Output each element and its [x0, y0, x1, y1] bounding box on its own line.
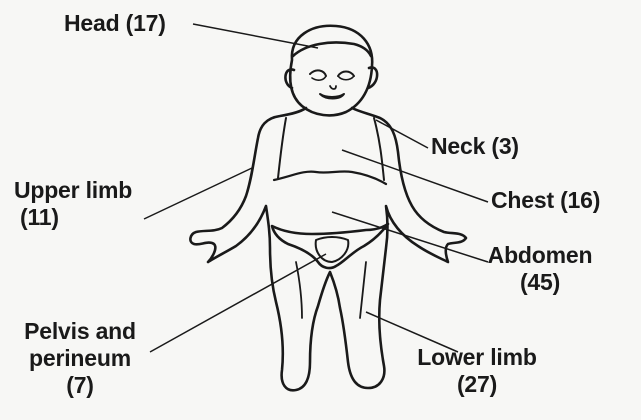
shirt-left-seam: [278, 118, 286, 178]
shirt-right-seam: [374, 118, 384, 180]
hair-outline: [293, 43, 371, 57]
label-abdomen-name: Abdomen: [470, 242, 610, 269]
pelvis-leader: [150, 254, 326, 352]
label-abdomen: Abdomen (45): [470, 242, 610, 296]
label-upper-limb: Upper limb (11): [6, 177, 140, 231]
label-pelvis: Pelvis and perineum (7): [6, 318, 154, 399]
mouth: [320, 94, 344, 99]
label-lower-limb-name: Lower limb: [402, 344, 552, 371]
left-eye: [310, 70, 326, 76]
child-figure-outline: [190, 26, 466, 391]
shirt-hem: [274, 171, 386, 184]
label-abdomen-count: (45): [470, 269, 610, 296]
label-head: Head (17): [64, 10, 166, 37]
label-lower-limb-count: (27): [402, 371, 552, 398]
label-chest: Chest (16): [491, 187, 600, 214]
label-pelvis-count: (7): [6, 372, 154, 399]
neck-leader: [376, 120, 428, 148]
upper-limb-leader: [144, 168, 252, 219]
head-outline: [290, 26, 372, 116]
label-neck: Neck (3): [431, 133, 519, 160]
label-pelvis-name-1: Pelvis and: [6, 318, 154, 345]
label-upper-limb-count: (11): [6, 204, 140, 231]
label-pelvis-name-2: perineum: [6, 345, 154, 372]
right-eye: [338, 72, 354, 77]
leader-lines: [144, 24, 488, 352]
nose: [330, 86, 336, 89]
label-lower-limb: Lower limb (27): [402, 344, 552, 398]
label-upper-limb-name: Upper limb: [6, 177, 140, 204]
